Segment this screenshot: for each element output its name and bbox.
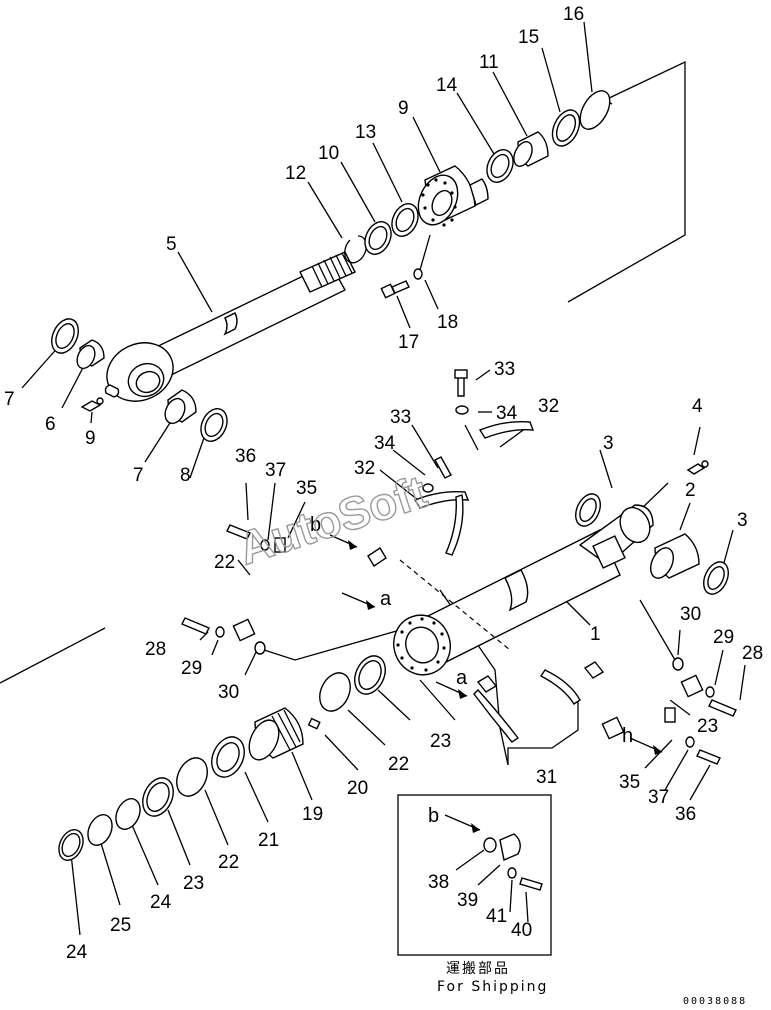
callout-14: 14 xyxy=(436,75,458,96)
callout-5: 5 xyxy=(166,234,177,255)
callout-15: 15 xyxy=(518,27,539,48)
watermark: AutoSoft xyxy=(232,465,433,574)
callout-27: 23 xyxy=(697,716,718,737)
callout-7b: 8 xyxy=(180,465,191,486)
callout-24b: 24 xyxy=(66,942,88,963)
callout-22a: 22 xyxy=(388,754,409,775)
callout-28b: 28 xyxy=(145,639,166,660)
rod-parts xyxy=(51,90,611,442)
callout-13: 13 xyxy=(355,122,376,143)
callout-22b: 22 xyxy=(218,852,239,873)
callout-21: 21 xyxy=(258,830,279,851)
callout-24a: 24 xyxy=(150,892,172,913)
shipping-box xyxy=(397,794,552,956)
letter-a2: a xyxy=(456,667,468,689)
callout-37a: 37 xyxy=(265,460,286,481)
callout-36b: 36 xyxy=(675,804,696,825)
letter-a1: a xyxy=(380,588,392,610)
shipping-note-jp: 運搬部品 xyxy=(446,961,510,977)
drawing-code: 00038088 xyxy=(683,996,747,1007)
callout-34a: 34 xyxy=(496,403,518,424)
callout-34b: 34 xyxy=(374,433,396,454)
callout-35b: 35 xyxy=(619,772,640,793)
callout-33b: 33 xyxy=(390,407,411,428)
piston-rod xyxy=(104,251,356,402)
callout-12: 11 xyxy=(479,52,499,73)
callout-3a: 3 xyxy=(603,433,614,454)
callout-3b: 3 xyxy=(737,510,748,531)
callout-2: 2 xyxy=(685,480,696,501)
callout-4: 4 xyxy=(692,396,703,417)
shipping-note-en: For Shipping xyxy=(437,979,548,995)
callout-17: 17 xyxy=(398,332,419,353)
callout-30b: 30 xyxy=(218,682,239,703)
leader-lines xyxy=(21,21,686,479)
reference-arrows xyxy=(329,534,663,833)
callout-39: 39 xyxy=(457,890,478,911)
callout-9: 9 xyxy=(398,98,409,119)
cylinder-tube xyxy=(254,460,729,676)
callout-33a: 33 xyxy=(494,359,515,380)
callout-25: 25 xyxy=(110,915,131,936)
callout-16: 16 xyxy=(563,4,584,25)
callout-30a: 30 xyxy=(680,604,701,625)
callout-6a: 6 xyxy=(45,414,56,435)
callout-32a: 32 xyxy=(538,396,559,417)
callout-7a: 7 xyxy=(4,389,15,410)
callout-28a: 28 xyxy=(742,643,763,664)
callout-36a: 36 xyxy=(235,446,256,467)
callout-32b: 32 xyxy=(354,458,375,479)
callout-11: 12 xyxy=(285,163,306,184)
callout-37b: 37 xyxy=(648,787,669,808)
piping xyxy=(181,524,737,765)
callout-18: 18 xyxy=(437,312,458,333)
piston-parts xyxy=(58,655,386,861)
cylinder-leaders xyxy=(0,369,746,936)
callout-1: 1 xyxy=(590,624,601,645)
callout-8: 9 xyxy=(85,428,96,449)
callout-31: 31 xyxy=(536,767,557,788)
callout-35a: 35 xyxy=(296,478,317,499)
letter-h: h xyxy=(622,725,633,747)
bands-and-clamps xyxy=(413,369,605,743)
callout-41: 41 xyxy=(486,906,507,927)
callout-20: 20 xyxy=(347,778,368,799)
callout-29b: 29 xyxy=(181,658,202,679)
callout-26: 22 xyxy=(214,552,235,573)
letter-b1: b xyxy=(310,514,321,536)
callout-38: 38 xyxy=(428,872,449,893)
callout-6b: 7 xyxy=(133,465,144,486)
callout-23b: 23 xyxy=(183,873,204,894)
callout-labels: 16 15 11 14 9 13 10 12 5 17 18 7 6 9 7 8… xyxy=(4,4,763,1007)
callout-19: 19 xyxy=(302,804,323,825)
callout-23a: 23 xyxy=(430,731,451,752)
callout-29a: 29 xyxy=(713,627,734,648)
callout-10: 10 xyxy=(318,143,339,164)
callout-40: 40 xyxy=(511,920,532,941)
letter-b2: b xyxy=(428,805,439,827)
